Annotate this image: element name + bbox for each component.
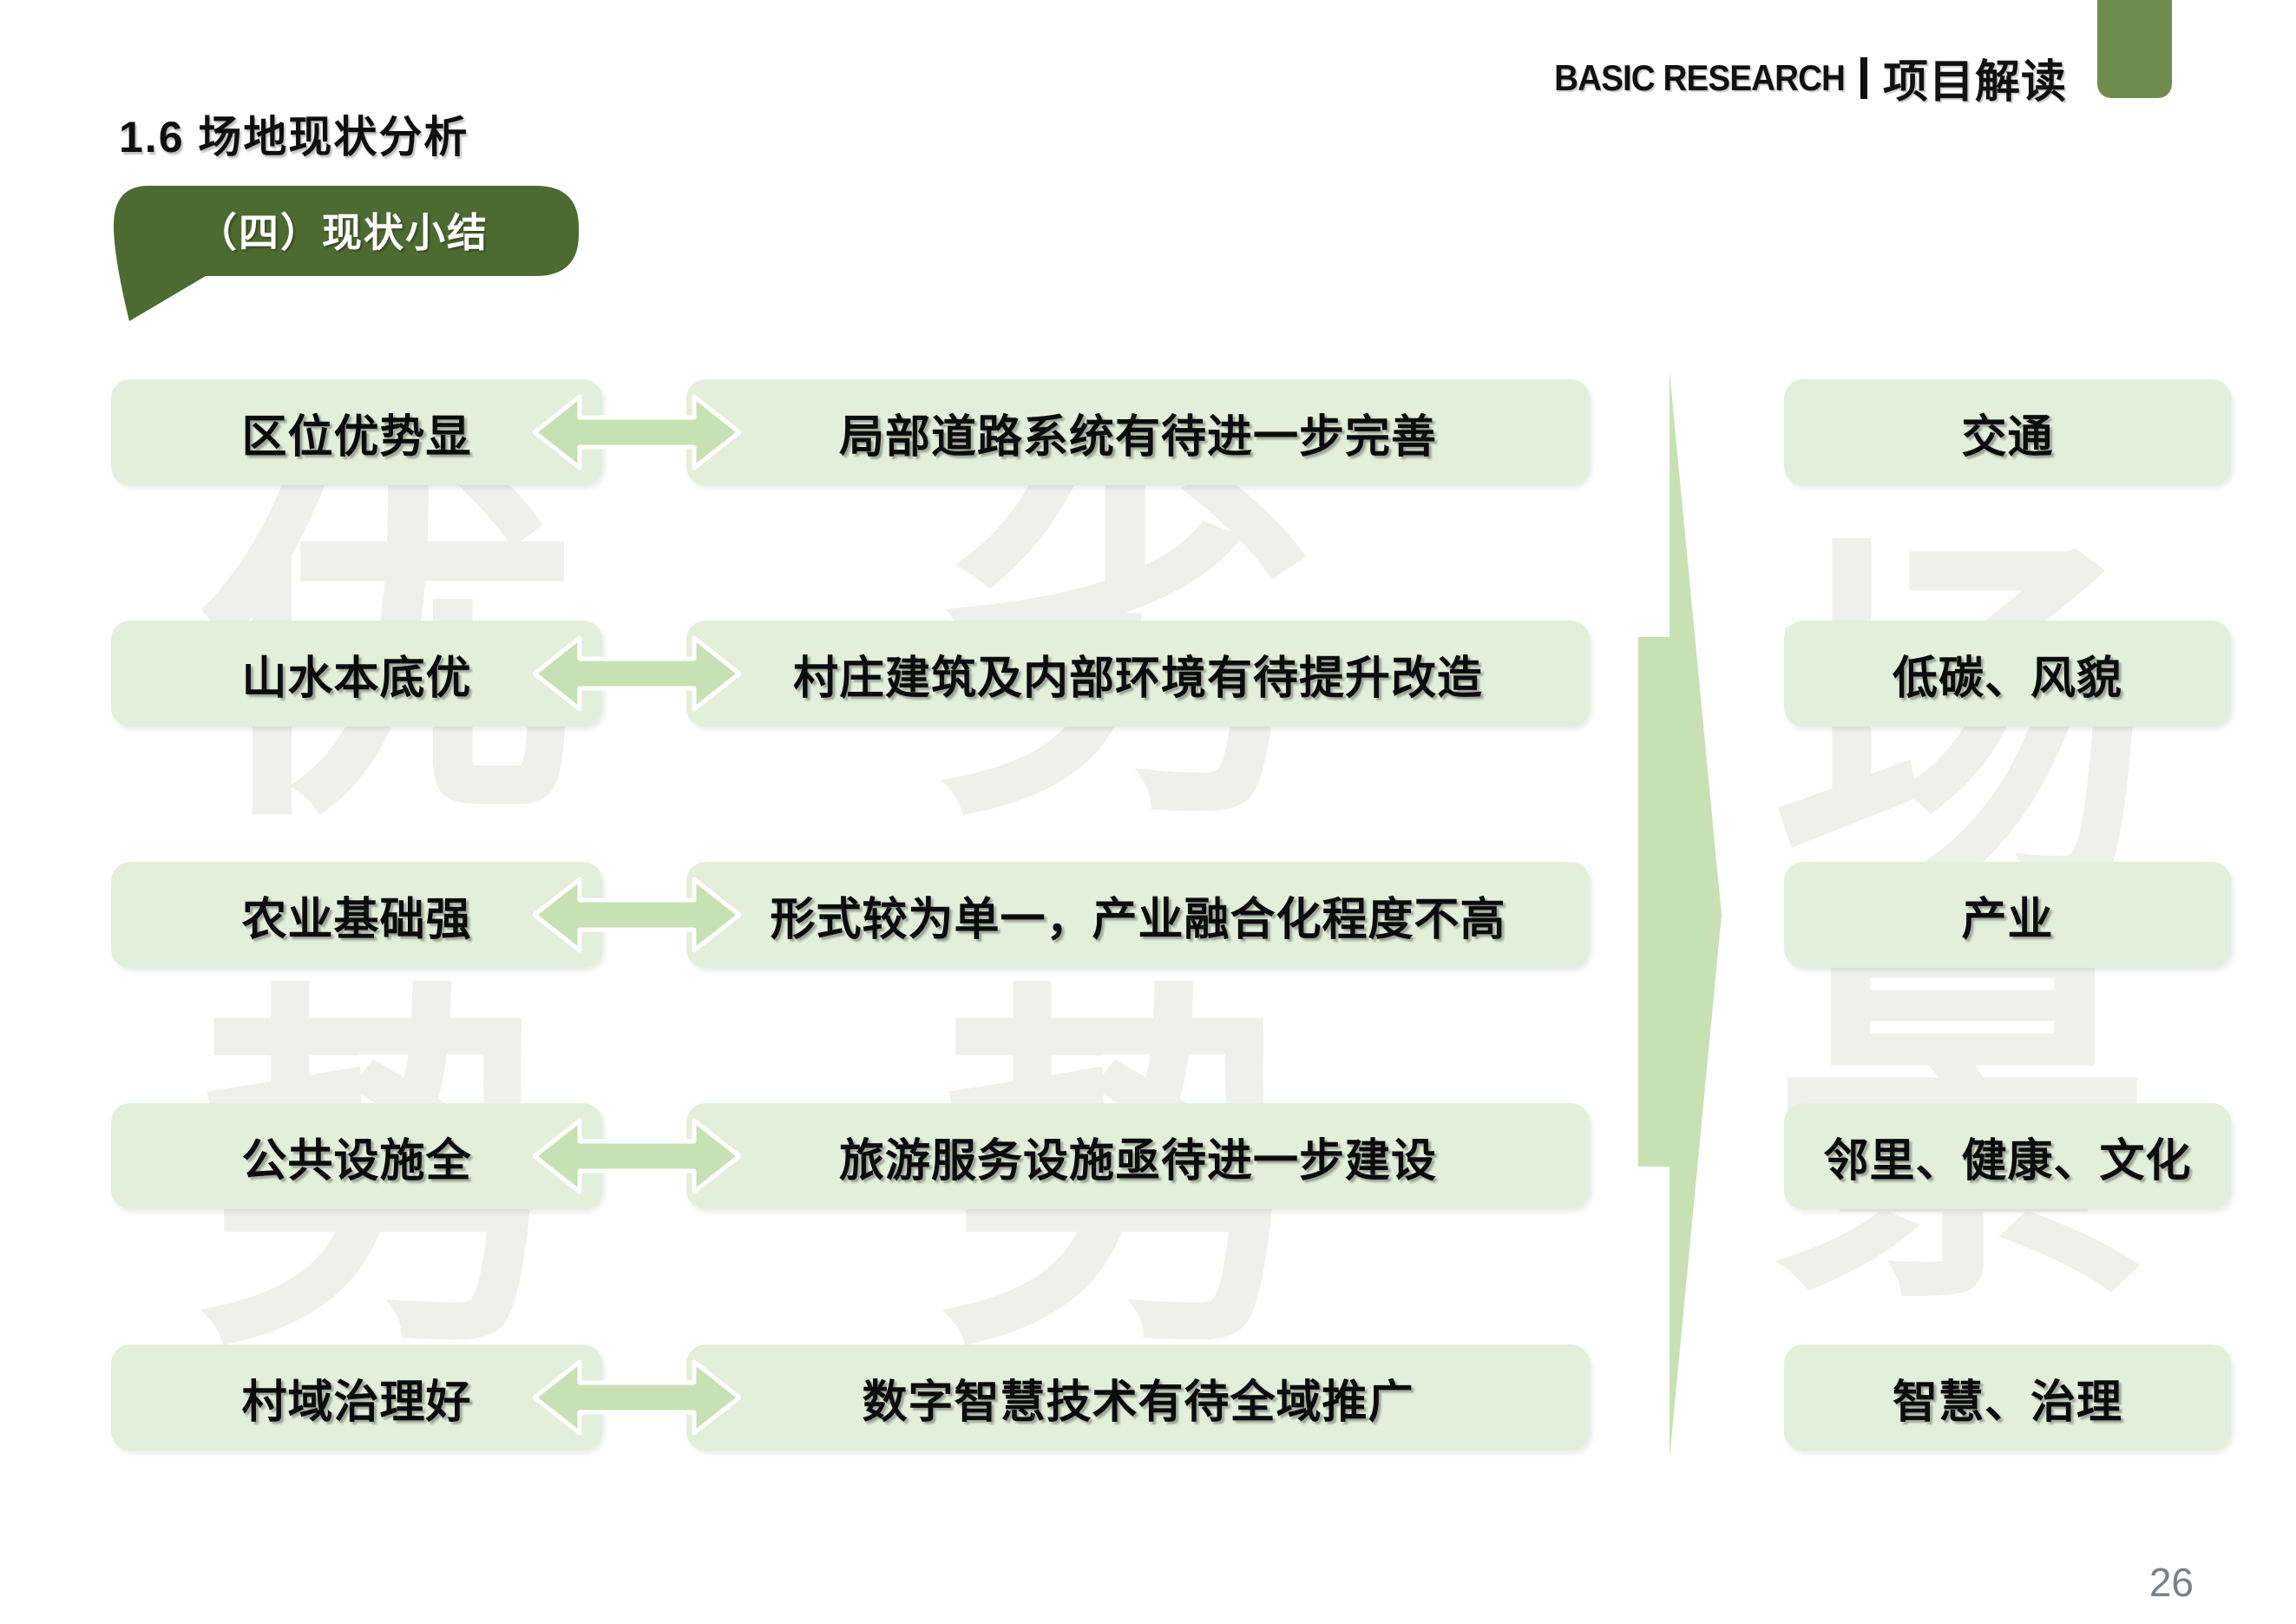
watermark-scene-char-1: 场 [1772,516,2154,942]
strength-label: 农业基础强 [241,894,472,945]
weakness-label: 局部道路系统有待进一步完善 [838,411,1437,463]
strength-box: 农业基础强 [111,862,602,968]
scene-label: 产业 [1961,894,2054,945]
strength-box: 区位优势显 [111,379,602,485]
weakness-label: 村庄建筑及内部环境有待提升改造 [792,653,1483,704]
scene-box: 低碳、风貌 [1784,621,2231,727]
left-right-arrow-icon [533,1359,741,1436]
badge-bubble-shape [114,186,579,321]
strength-box: 公共设施全 [111,1103,602,1209]
strength-box: 村域治理好 [111,1345,602,1450]
scene-box: 智慧、治理 [1784,1345,2231,1450]
scene-label: 邻里、健康、文化 [1823,1135,2192,1187]
strength-label: 区位优势显 [241,411,472,463]
left-right-arrow-icon [533,877,741,953]
header-english-label: BASIC RESEARCH [1554,56,1846,98]
section-badge: （四）现状小结 [105,184,581,325]
scene-label: 低碳、风貌 [1892,653,2122,704]
weakness-box: 村庄建筑及内部环境有待提升改造 [686,621,1590,727]
left-right-arrow-icon [533,635,741,712]
weakness-label: 形式较为单一，产业融合化程度不高 [770,894,1506,945]
header-right: BASIC RESEARCH 项目解读 [1529,45,2067,110]
weakness-label: 旅游服务设施亟待进一步建设 [838,1135,1437,1187]
weakness-box: 旅游服务设施亟待进一步建设 [686,1103,1590,1209]
big-right-arrow [1638,371,1722,1458]
left-right-arrow-icon [533,394,741,470]
header-separator-bar [1860,56,1867,99]
strength-box: 山水本底优 [111,621,602,727]
header-chinese-label: 项目解读 [1882,57,2067,108]
strength-label: 山水本底优 [241,653,472,704]
weakness-box: 形式较为单一，产业融合化程度不高 [686,862,1590,968]
weakness-box: 数字智慧技术有待全域推广 [686,1345,1590,1450]
scene-box: 邻里、健康、文化 [1784,1103,2231,1209]
scene-box: 产业 [1784,862,2231,968]
scene-box: 交通 [1784,379,2231,485]
left-right-arrow-icon [533,1118,741,1194]
strength-label: 公共设施全 [241,1135,472,1187]
page-title: 1.6 场地现状分析 [119,113,469,161]
scene-label: 智慧、治理 [1892,1377,2122,1428]
weakness-box: 局部道路系统有待进一步完善 [686,379,1590,485]
corner-accent-square [2097,0,2172,98]
weakness-label: 数字智慧技术有待全域推广 [862,1377,1414,1428]
page-number: 26 [2148,1560,2194,1605]
scene-label: 交通 [1961,411,2054,463]
badge-label: （四）现状小结 [197,210,489,255]
strength-label: 村域治理好 [241,1377,472,1428]
